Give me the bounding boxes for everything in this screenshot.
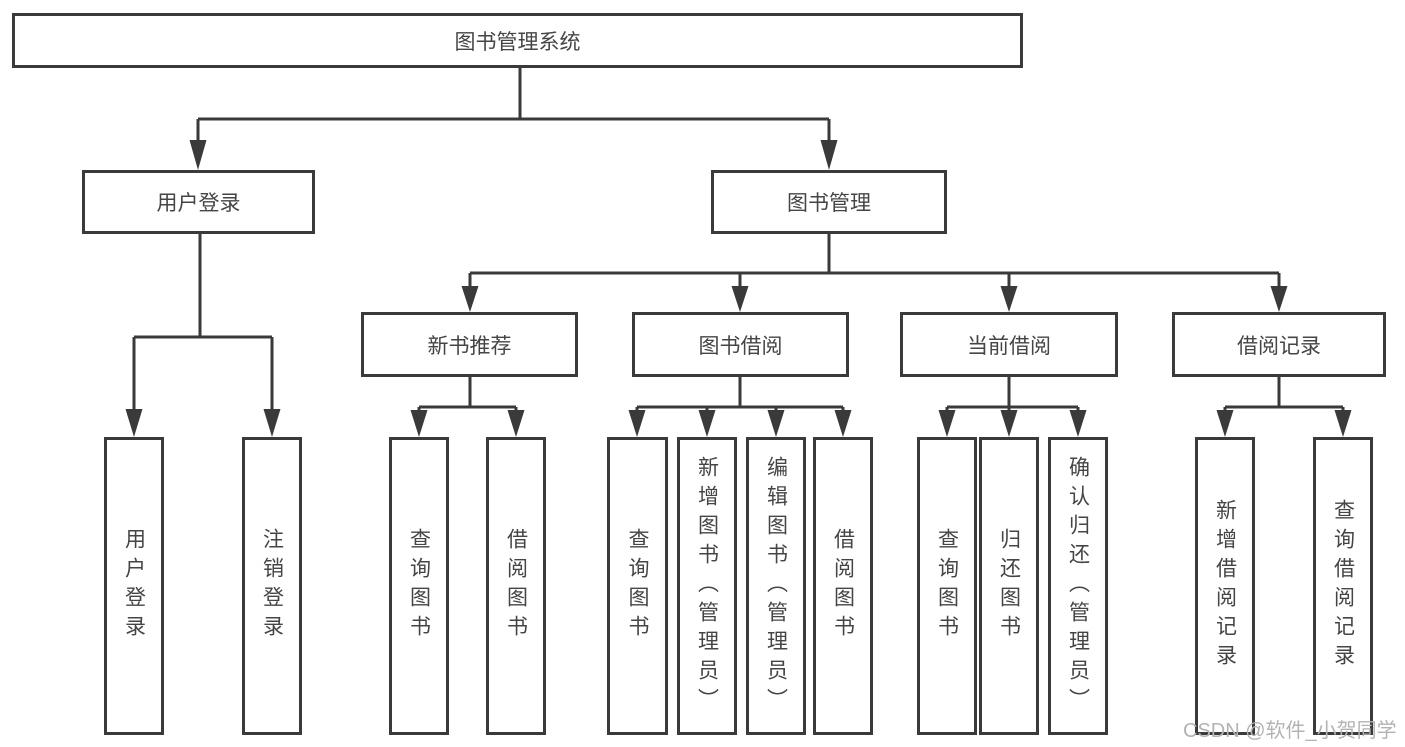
node-user-login: 用户登录 bbox=[82, 170, 315, 234]
leaf-query-books-borrow: 查询图书 bbox=[607, 437, 668, 735]
arrowheads-root bbox=[189, 140, 838, 170]
node-current-borrow: 当前借阅 bbox=[900, 312, 1118, 377]
arrowheads-new-books bbox=[410, 410, 525, 437]
node-book-management: 图书管理 bbox=[711, 170, 947, 234]
connector-group-book-borrow bbox=[635, 377, 845, 414]
connector-group-current-borrow bbox=[945, 377, 1080, 414]
node-book-borrow: 图书借阅 bbox=[632, 312, 849, 377]
leaf-edit-books-admin: 编辑图书（管理员） bbox=[746, 437, 806, 735]
connector-group-new-books bbox=[417, 377, 518, 414]
leaf-borrow-books-recommend: 借阅图书 bbox=[486, 437, 546, 735]
leaf-user-login: 用户登录 bbox=[104, 437, 164, 735]
arrowheads-book-mgmt bbox=[461, 286, 1288, 312]
leaf-query-books-current: 查询图书 bbox=[917, 437, 977, 735]
leaf-query-borrow-record: 查询借阅记录 bbox=[1313, 437, 1373, 735]
watermark: CSDN @软件_小贺同学 bbox=[1183, 720, 1397, 742]
node-borrow-record: 借阅记录 bbox=[1172, 312, 1386, 377]
connector-group-user-login bbox=[132, 234, 274, 413]
connector-group-borrow-record bbox=[1223, 377, 1345, 414]
arrowheads-borrow-record bbox=[1216, 410, 1352, 437]
connector-group-book-mgmt bbox=[468, 234, 1281, 290]
leaf-add-books-admin: 新增图书（管理员） bbox=[677, 437, 737, 735]
leaf-return-books: 归还图书 bbox=[979, 437, 1039, 735]
arrowheads-user-login bbox=[125, 409, 281, 437]
node-root-library-system: 图书管理系统 bbox=[12, 13, 1023, 68]
arrowheads-book-borrow bbox=[628, 410, 852, 437]
connector-group-root bbox=[196, 68, 831, 148]
leaf-logout: 注销登录 bbox=[242, 437, 302, 735]
node-new-book-recommend: 新书推荐 bbox=[361, 312, 578, 377]
leaf-add-borrow-record: 新增借阅记录 bbox=[1195, 437, 1255, 735]
leaf-confirm-return-admin: 确认归还（管理员） bbox=[1048, 437, 1108, 735]
leaf-query-books-recommend: 查询图书 bbox=[389, 437, 449, 735]
leaf-borrow-books: 借阅图书 bbox=[813, 437, 873, 735]
arrowheads-current-borrow bbox=[938, 410, 1087, 437]
